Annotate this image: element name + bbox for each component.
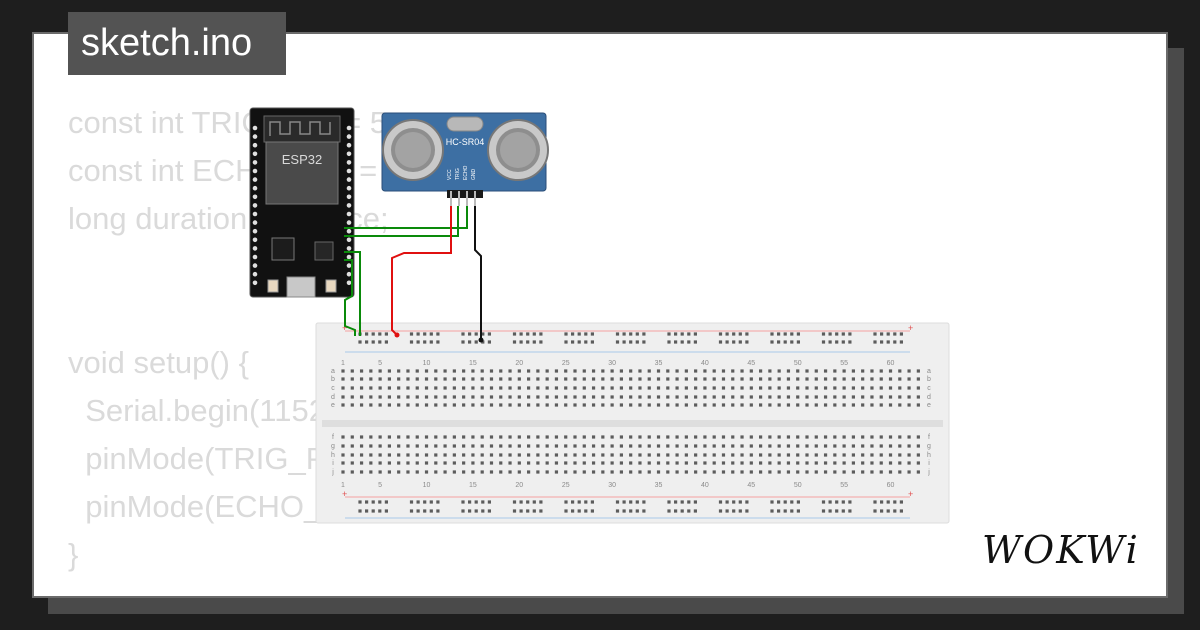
breadboard-label: 30 [608, 360, 616, 367]
wire-trig[interactable] [344, 206, 459, 237]
breadboard-label: 30 [608, 482, 616, 489]
wokwi-logo-text: WOKWi [982, 528, 1140, 572]
breadboard-label: 1 [341, 482, 345, 489]
preview-card: const int TRIG_PIN = 5; const int ECHO_P… [32, 32, 1168, 598]
breadboard-label: 5 [378, 482, 382, 489]
sensor-pin-label: ECHO [463, 165, 469, 180]
sensor-pin-label: GND [471, 169, 477, 181]
wire-vcc-board[interactable] [344, 251, 361, 336]
breadboard-label: c [927, 385, 931, 392]
breadboard-label: f [332, 434, 334, 441]
breadboard-label: j [927, 469, 930, 476]
wire-echo[interactable] [344, 206, 468, 229]
breadboard-label: c [331, 385, 335, 392]
breadboard-label: 25 [562, 360, 570, 367]
breadboard-label: 40 [701, 482, 709, 489]
breadboard-label: e [331, 402, 335, 409]
breadboard-holes [341, 332, 920, 513]
breadboard-label: 20 [515, 360, 523, 367]
esp32-label: ESP32 [282, 152, 322, 167]
breadboard-label: h [927, 452, 931, 459]
breadboard-label: 35 [655, 482, 663, 489]
sensor-pin-label: TRIG [455, 168, 461, 180]
wires [344, 206, 484, 343]
breadboard-label: e [927, 402, 931, 409]
breadboard-labels: 1155101015152020252530303535404045455050… [331, 360, 931, 489]
breadboard-label: 50 [794, 482, 802, 489]
sensor-pin-label: VCC [447, 169, 453, 180]
breadboard-label: 15 [469, 482, 477, 489]
breadboard-label: d [331, 394, 335, 401]
file-tab[interactable]: sketch.ino [68, 12, 286, 75]
sensor-label: HC-SR04 [446, 137, 485, 147]
breadboard-label: a [927, 368, 931, 375]
breadboard-label: 60 [887, 360, 895, 367]
hc-sr04-sensor[interactable]: HC-SR04 VCC TRIG ECHO GND [381, 112, 549, 206]
breadboard-label: 60 [887, 482, 895, 489]
breadboard-label: d [927, 394, 931, 401]
wire-gnd-board[interactable] [344, 259, 356, 336]
breadboard-label: b [331, 376, 335, 383]
code-line: void setup() { [68, 345, 249, 380]
breadboard-label: 35 [655, 360, 663, 367]
breadboard-label: 15 [469, 360, 477, 367]
esp32-pins [252, 125, 352, 286]
wokwi-logo: WOKWi [980, 527, 1150, 578]
breadboard-label: j [331, 469, 334, 476]
power-plus-sign: + [342, 323, 347, 333]
breadboard-label: 20 [515, 482, 523, 489]
esp32-board[interactable]: ESP32 [249, 107, 355, 298]
breadboard-label: 50 [794, 360, 802, 367]
breadboard-label: a [331, 368, 335, 375]
breadboard-label: h [331, 452, 335, 459]
breadboard-label: i [332, 460, 334, 467]
breadboard-label: 55 [840, 360, 848, 367]
breadboard-label: 45 [747, 360, 755, 367]
breadboard-label: 1 [341, 360, 345, 367]
wire-vcc-sensor[interactable] [391, 206, 452, 336]
breadboard-label: 5 [378, 360, 382, 367]
breadboard: 1155101015152020252530303535404045455050… [315, 322, 950, 524]
code-line: } [68, 537, 79, 572]
breadboard-label: g [331, 443, 335, 450]
breadboard-label: f [928, 434, 930, 441]
power-plus-sign: + [908, 489, 913, 499]
breadboard-label: 10 [423, 360, 431, 367]
breadboard-label: g [927, 443, 931, 450]
power-plus-sign: + [908, 323, 913, 333]
breadboard-label: 40 [701, 360, 709, 367]
breadboard-label: 55 [840, 482, 848, 489]
wire-gnd-sensor[interactable] [474, 206, 482, 340]
power-plus-sign: + [342, 489, 347, 499]
breadboard-label: b [927, 376, 931, 383]
breadboard-label: i [928, 460, 930, 467]
breadboard-label: 45 [747, 482, 755, 489]
breadboard-label: 10 [423, 482, 431, 489]
breadboard-label: 25 [562, 482, 570, 489]
